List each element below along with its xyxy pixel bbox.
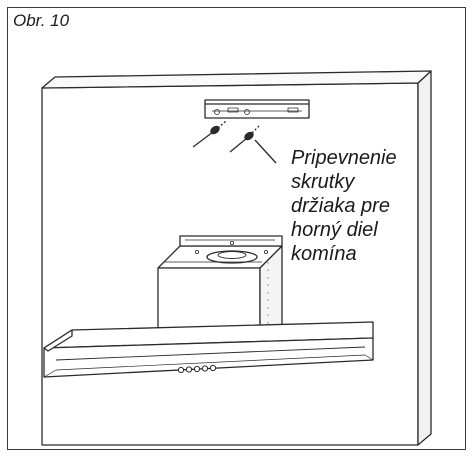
- caption-line: komína: [291, 243, 357, 265]
- control-button: [209, 364, 217, 372]
- control-button: [177, 366, 185, 374]
- mounting-bracket: [204, 99, 310, 119]
- caption-line: horný diel: [291, 219, 378, 241]
- control-button: [185, 366, 193, 373]
- control-panel: [177, 364, 217, 374]
- control-button: [201, 365, 209, 372]
- caption-line: držiaka pre: [291, 195, 390, 217]
- motor-housing: [157, 235, 283, 269]
- hood-canopy: [43, 321, 374, 378]
- caption-leader: [254, 139, 277, 164]
- control-button: [193, 365, 201, 373]
- screw-left: [192, 120, 227, 148]
- caption-line: Pripevnenie: [291, 147, 397, 169]
- screw-right: [229, 124, 261, 153]
- bracket-screw-caption: Pripevnenie skrutky držiaka pre horný di…: [291, 146, 421, 266]
- caption-line: skrutky: [291, 171, 355, 193]
- figure-label: Obr. 10: [13, 11, 70, 30]
